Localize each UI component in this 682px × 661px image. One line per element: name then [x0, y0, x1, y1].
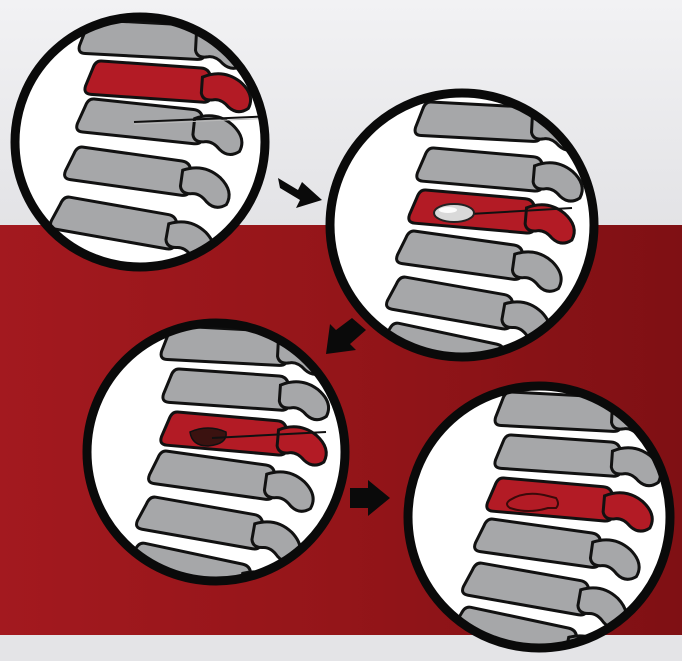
arrow-step-1-to-2	[278, 178, 322, 208]
step-3-panel	[82, 318, 350, 586]
needle	[469, 207, 573, 215]
needle	[133, 115, 265, 123]
step-1-panel	[10, 12, 270, 272]
inflated-balloon	[433, 203, 475, 223]
arrow-step-2-to-3	[326, 318, 366, 354]
step-1-circle-outline	[10, 12, 270, 272]
bone-cement	[189, 427, 227, 447]
cement-outline	[506, 492, 559, 512]
arrow-step-3-to-4	[350, 480, 390, 516]
step-3-circle-outline	[82, 318, 350, 586]
step-2-panel	[325, 88, 599, 362]
step-2-circle-outline	[325, 88, 599, 362]
step-4-circle-outline	[403, 381, 675, 653]
step-4-panel	[403, 381, 675, 653]
needle	[211, 431, 327, 439]
